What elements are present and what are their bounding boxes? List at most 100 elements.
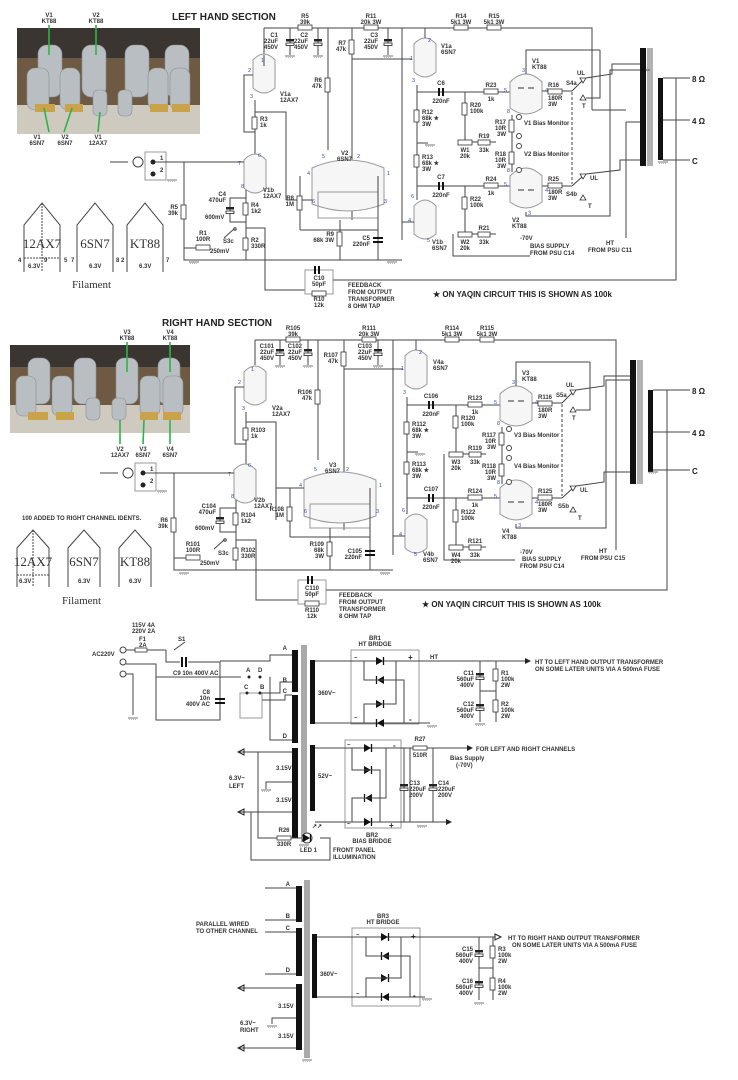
- input-jack-right[interactable]: 12: [100, 462, 168, 493]
- resistor-r104: [232, 512, 239, 526]
- svg-text:68k: 68k: [314, 548, 325, 554]
- svg-text:S4a: S4a: [566, 81, 577, 87]
- svg-text:C1: C1: [270, 33, 278, 39]
- output-4-ohm[interactable]: 4 Ω: [692, 117, 706, 126]
- ht-right-note: HT TO RIGHT HAND OUTPUT TRANSFORMER: [508, 936, 641, 942]
- svg-text:C: C: [286, 926, 291, 932]
- switch-s5a[interactable]: S5a UL T: [556, 362, 630, 422]
- svg-text:KT88: KT88: [120, 336, 135, 342]
- resistor-r21: [477, 231, 491, 238]
- svg-text:33k: 33k: [470, 460, 481, 466]
- svg-text:6SN7: 6SN7: [162, 453, 178, 459]
- svg-text:FROM OUTPUT: FROM OUTPUT: [348, 290, 392, 296]
- resistor-r103: [242, 427, 249, 441]
- svg-text:R6: R6: [160, 518, 168, 524]
- svg-text:100R: 100R: [196, 237, 211, 243]
- resistor-r108: [286, 506, 293, 522]
- svg-text:(-70V): (-70V): [456, 763, 473, 769]
- tube-v1b-12ax7: 678 V1b 12AX7: [238, 153, 282, 200]
- output-4-ohm-right[interactable]: 4 Ω: [692, 429, 706, 438]
- svg-text:470uF: 470uF: [199, 510, 217, 516]
- svg-text:R107: R107: [324, 353, 339, 359]
- mains-transformer-2: A B C D 360V~ PARALLEL WIRED TO OTHER CH…: [196, 880, 338, 1062]
- bias-monitor-v2[interactable]: [516, 143, 522, 173]
- output-common-right[interactable]: C: [692, 467, 698, 476]
- svg-text:100k: 100k: [501, 708, 515, 714]
- svg-text:2W: 2W: [501, 714, 510, 720]
- switch-s5b[interactable]: S5b UL T: [558, 471, 630, 522]
- switch-s3c[interactable]: S3c 600mV 250mV: [205, 215, 237, 255]
- resistor-r122: [452, 509, 459, 523]
- resistor-r111: [361, 336, 377, 343]
- switch-s4b[interactable]: S4b UL T: [566, 159, 640, 210]
- svg-text:3W: 3W: [412, 474, 421, 480]
- power-switch-s1[interactable]: S1: [173, 637, 186, 651]
- svg-text:BR1: BR1: [369, 636, 382, 642]
- mains-input[interactable]: [119, 646, 127, 678]
- potentiometer-w2[interactable]: [457, 231, 473, 238]
- svg-text:C104: C104: [202, 504, 217, 510]
- input-jack[interactable]: 12: [110, 151, 178, 182]
- resistor-r120: [452, 415, 459, 429]
- bias-monitor-v3[interactable]: [506, 426, 512, 451]
- output-8-ohm[interactable]: 8 Ω: [692, 75, 706, 84]
- potentiometer-w3[interactable]: [448, 451, 464, 458]
- svg-text:6SN7: 6SN7: [337, 157, 353, 163]
- photo-label-v1-bottom-type: 6SN7: [29, 141, 45, 147]
- svg-text:1k: 1k: [472, 410, 479, 416]
- svg-text:470uF: 470uF: [209, 198, 227, 204]
- svg-text:250mV: 250mV: [200, 561, 219, 567]
- svg-text:Filament: Filament: [72, 279, 111, 291]
- svg-text:8: 8: [507, 168, 510, 174]
- resistor-r6: [324, 77, 331, 93]
- svg-text:R124: R124: [468, 489, 483, 495]
- svg-text:C7: C7: [437, 175, 445, 181]
- capacitor-c107: [428, 494, 434, 502]
- svg-text:V1a: V1a: [441, 44, 452, 50]
- potentiometer-w1[interactable]: [457, 139, 473, 146]
- svg-text:8: 8: [497, 480, 500, 486]
- svg-text:4: 4: [535, 500, 538, 506]
- switch-s4a[interactable]: S4a UL T: [566, 50, 640, 110]
- bias-monitor-v4[interactable]: [506, 455, 512, 485]
- svg-text:R14: R14: [455, 14, 467, 20]
- svg-text:450V: 450V: [364, 45, 378, 51]
- resistor-r4: [242, 202, 249, 216]
- svg-text:R3: R3: [260, 117, 268, 123]
- svg-text:50pF: 50pF: [305, 592, 319, 598]
- output-terminals-right[interactable]: 8 Ω 4 Ω C: [692, 387, 706, 476]
- bias-monitor-v1-label: V1 Bias Monitor: [524, 121, 570, 127]
- svg-text:20k: 20k: [460, 154, 471, 160]
- svg-text:+: +: [408, 653, 413, 662]
- resistor-r115: [479, 336, 495, 343]
- svg-text:2: 2: [419, 350, 422, 356]
- svg-text:R114: R114: [445, 326, 460, 332]
- svg-text:2: 2: [357, 154, 360, 160]
- svg-text:5: 5: [427, 238, 430, 244]
- bias-monitor-v1[interactable]: [516, 114, 522, 139]
- svg-text:3W: 3W: [548, 196, 557, 202]
- svg-text:47k: 47k: [302, 396, 313, 402]
- resistor-r110: [304, 600, 320, 607]
- svg-text:1: 1: [387, 171, 390, 177]
- svg-text:20k 3W: 20k 3W: [359, 332, 380, 338]
- switch-s3c-right[interactable]: S3c 600mV 250mV: [195, 526, 229, 567]
- output-terminals-left[interactable]: 8 Ω 4 Ω C: [692, 75, 706, 166]
- output-8-ohm-right[interactable]: 8 Ω: [692, 387, 706, 396]
- filament-diagrams-right: 12AX7 6.3V 6SN7 6.3V KT88 6.3V Filament: [14, 529, 152, 607]
- svg-text:R113: R113: [412, 462, 427, 468]
- svg-text:R116: R116: [538, 395, 553, 401]
- svg-text:6SN7: 6SN7: [441, 50, 457, 56]
- svg-text:R4: R4: [498, 979, 506, 985]
- svg-text:KT88: KT88: [130, 236, 160, 251]
- svg-text:1M: 1M: [276, 513, 284, 519]
- svg-text:R118: R118: [482, 464, 497, 470]
- output-common[interactable]: C: [692, 157, 698, 166]
- svg-text:R12: R12: [422, 110, 434, 116]
- potentiometer-w4[interactable]: [448, 544, 464, 551]
- svg-text:4: 4: [545, 188, 548, 194]
